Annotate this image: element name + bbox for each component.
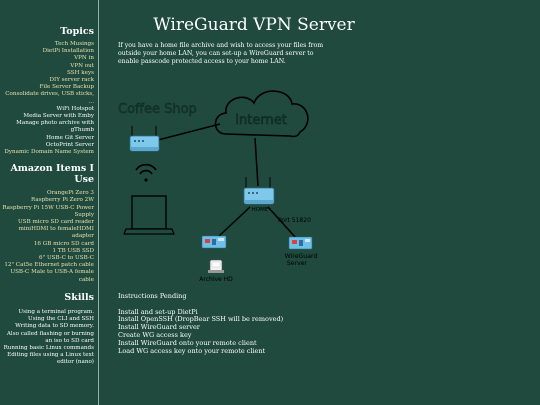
amazon-link[interactable]: OrangePi Zero 3 (47, 190, 94, 197)
instruction-step: Load WG access key onto your remote clie… (118, 346, 266, 355)
topic-link[interactable]: Consolidate drives, USB sticks, ... (5, 91, 94, 105)
archive-label: Archive HD (199, 276, 233, 283)
pi-board-icon (201, 235, 227, 249)
skill-item: Using the CLI and SSH (28, 316, 94, 323)
instruction-step: Install OpenSSH (DropBear SSH will be re… (118, 315, 284, 324)
link-home-archive (217, 206, 251, 238)
link-coffee-internet (157, 123, 221, 141)
hard-drive-icon (208, 259, 224, 273)
wireguard-label: WireGuard (285, 253, 318, 260)
router-icon (243, 177, 275, 205)
intro-paragraph: If you have a home file archive and wish… (118, 42, 324, 65)
router-icon (129, 126, 160, 152)
topic-link[interactable]: DIY server rack (49, 77, 94, 84)
amazon-link[interactable]: 6" USB-C to USB-C (39, 255, 94, 262)
skill-item: Using a terminal program. (18, 308, 94, 315)
topic-link[interactable]: File Server Backup (39, 84, 94, 91)
laptop-icon (123, 195, 175, 235)
topic-link[interactable]: Dynamic Domain Name System (4, 149, 94, 156)
instruction-step: Install and set-up DietPi (118, 307, 198, 316)
amazon-link[interactable]: miniHDMI to femaleHDMI adapter (18, 226, 94, 240)
topic-link[interactable]: VPN out (70, 62, 94, 69)
topic-link[interactable]: WiFi Hotspot (56, 105, 94, 112)
instruction-step: Create WG access key (118, 330, 192, 339)
skill-item: Also called flashing or burning an iso t… (6, 330, 94, 344)
amazon-link[interactable]: 12" Cat5e Ethernet patch cable (4, 262, 94, 269)
topic-link[interactable]: SSH keys (67, 69, 94, 76)
topics-title: Topics (60, 26, 94, 37)
topic-link[interactable]: OctoPrint Server (45, 141, 94, 148)
amazon-link[interactable]: 16 GB micro SD card (33, 240, 94, 247)
skill-item: Writing data to SD memory. (15, 323, 94, 330)
main-content: WireGuard VPN Server If you have a home … (100, 0, 540, 405)
amazon-link[interactable]: Raspberry Pi 15W USB-C Power Supply (2, 204, 94, 218)
amazon-link[interactable]: USB micro SD card reader (18, 219, 94, 226)
topic-link[interactable]: Home Git Server (46, 134, 94, 141)
server-label: Server (287, 260, 308, 267)
skill-item: Running basic Linux commands (3, 344, 94, 351)
amazon-link[interactable]: USB-C Male to USB-A female cable (10, 269, 94, 283)
network-diagram: Coffee Shop Internet (118, 90, 318, 283)
topic-link[interactable]: Manage photo archive with gThumb (16, 120, 94, 134)
wifi-icon (135, 163, 157, 182)
instruction-step: Install WireGuard onto your remote clien… (118, 338, 257, 347)
topics-list: Tech Musings DietPi Installation VPN in … (0, 41, 94, 156)
link-internet-home (254, 137, 259, 187)
home-label: HOME (252, 207, 269, 213)
instructions-heading: Instructions Pending (118, 292, 187, 300)
instruction-step: Install WireGuard server (118, 323, 200, 332)
topic-link[interactable]: Media Server with Emby (23, 113, 94, 120)
amazon-list: OrangePi Zero 3 Raspberry Pi Zero 2W Ras… (0, 190, 94, 284)
topic-link[interactable]: VPN in (74, 55, 94, 62)
skill-item: Editing files using a Linux text editor … (7, 352, 94, 366)
cloud-label: Internet (235, 113, 287, 128)
topic-link[interactable]: DietPi Installation (42, 48, 94, 55)
skills-title: Skills (64, 291, 94, 303)
sidebar: Topics Tech Musings DietPi Installation … (0, 0, 99, 405)
coffee-shop-label: Coffee Shop (118, 102, 197, 117)
amazon-link[interactable]: Raspberry Pi Zero 2W (31, 197, 94, 204)
topic-link[interactable]: Tech Musings (54, 41, 94, 47)
amazon-link[interactable]: 1 TB USB SSD (52, 247, 94, 254)
page-title: WireGuard VPN Server (153, 15, 355, 35)
port-label: Port 51820 (278, 217, 311, 224)
link-home-wg (267, 206, 297, 239)
instructions: Instructions Pending Install and set-up … (118, 292, 378, 355)
cloud-icon: Internet (214, 90, 309, 138)
skills-list: Using a terminal program. Using the CLI … (0, 309, 94, 367)
amazon-title: Amazon Items I Use (10, 163, 94, 186)
pi-board-icon (288, 236, 313, 250)
